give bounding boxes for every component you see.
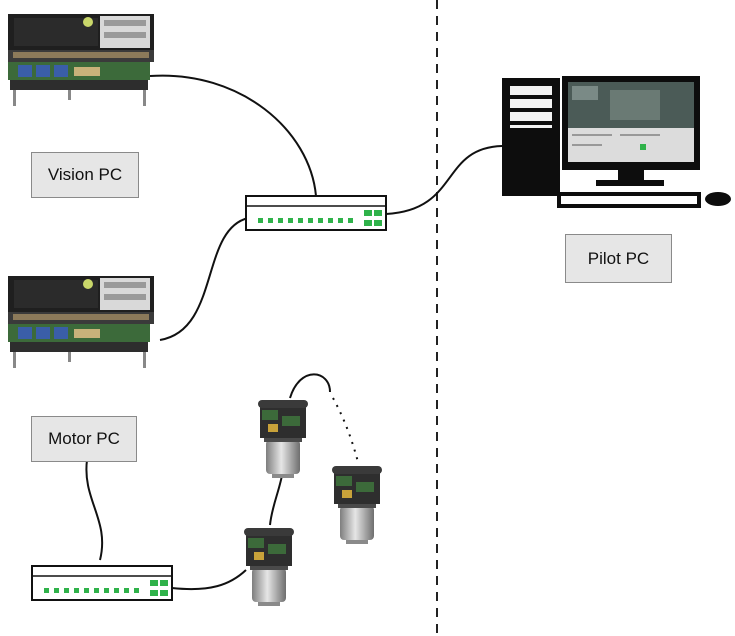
cable-switch2-to-motor-module xyxy=(171,569,247,591)
motor-module-icon xyxy=(258,400,308,478)
pilot-pc-label: Pilot PC xyxy=(565,234,672,283)
cable-motor-module-dotted xyxy=(332,397,359,463)
monitor-icon xyxy=(562,76,700,186)
cable-switch-to-pilot xyxy=(385,145,503,215)
motor-module-icon xyxy=(244,528,294,606)
vision-pc-label: Vision PC xyxy=(31,152,139,198)
cable-motor-to-switch2 xyxy=(85,459,104,561)
cable-motor-to-switch xyxy=(159,217,249,341)
cable-vision-to-switch xyxy=(149,74,317,197)
motor-pc-board-stack-icon xyxy=(8,276,154,368)
vision-pc-label-text: Vision PC xyxy=(47,165,123,184)
mouse-icon xyxy=(705,192,731,206)
motor-pc-label-text: Motor PC xyxy=(48,429,120,448)
motor-pc-label: Motor PC xyxy=(31,416,137,462)
cable-motor-module-chain xyxy=(269,469,284,526)
network-switch-icon xyxy=(245,195,387,231)
vision-pc-board-stack-icon xyxy=(8,14,154,106)
cables xyxy=(85,74,503,591)
desktop-tower-icon xyxy=(502,78,560,196)
keyboard-icon xyxy=(557,192,701,208)
cable-motor-module-top xyxy=(289,373,331,399)
pilot-pc-label-text: Pilot PC xyxy=(587,248,650,268)
network-switch-2-icon xyxy=(31,565,173,601)
motor-module-icon xyxy=(332,466,382,544)
